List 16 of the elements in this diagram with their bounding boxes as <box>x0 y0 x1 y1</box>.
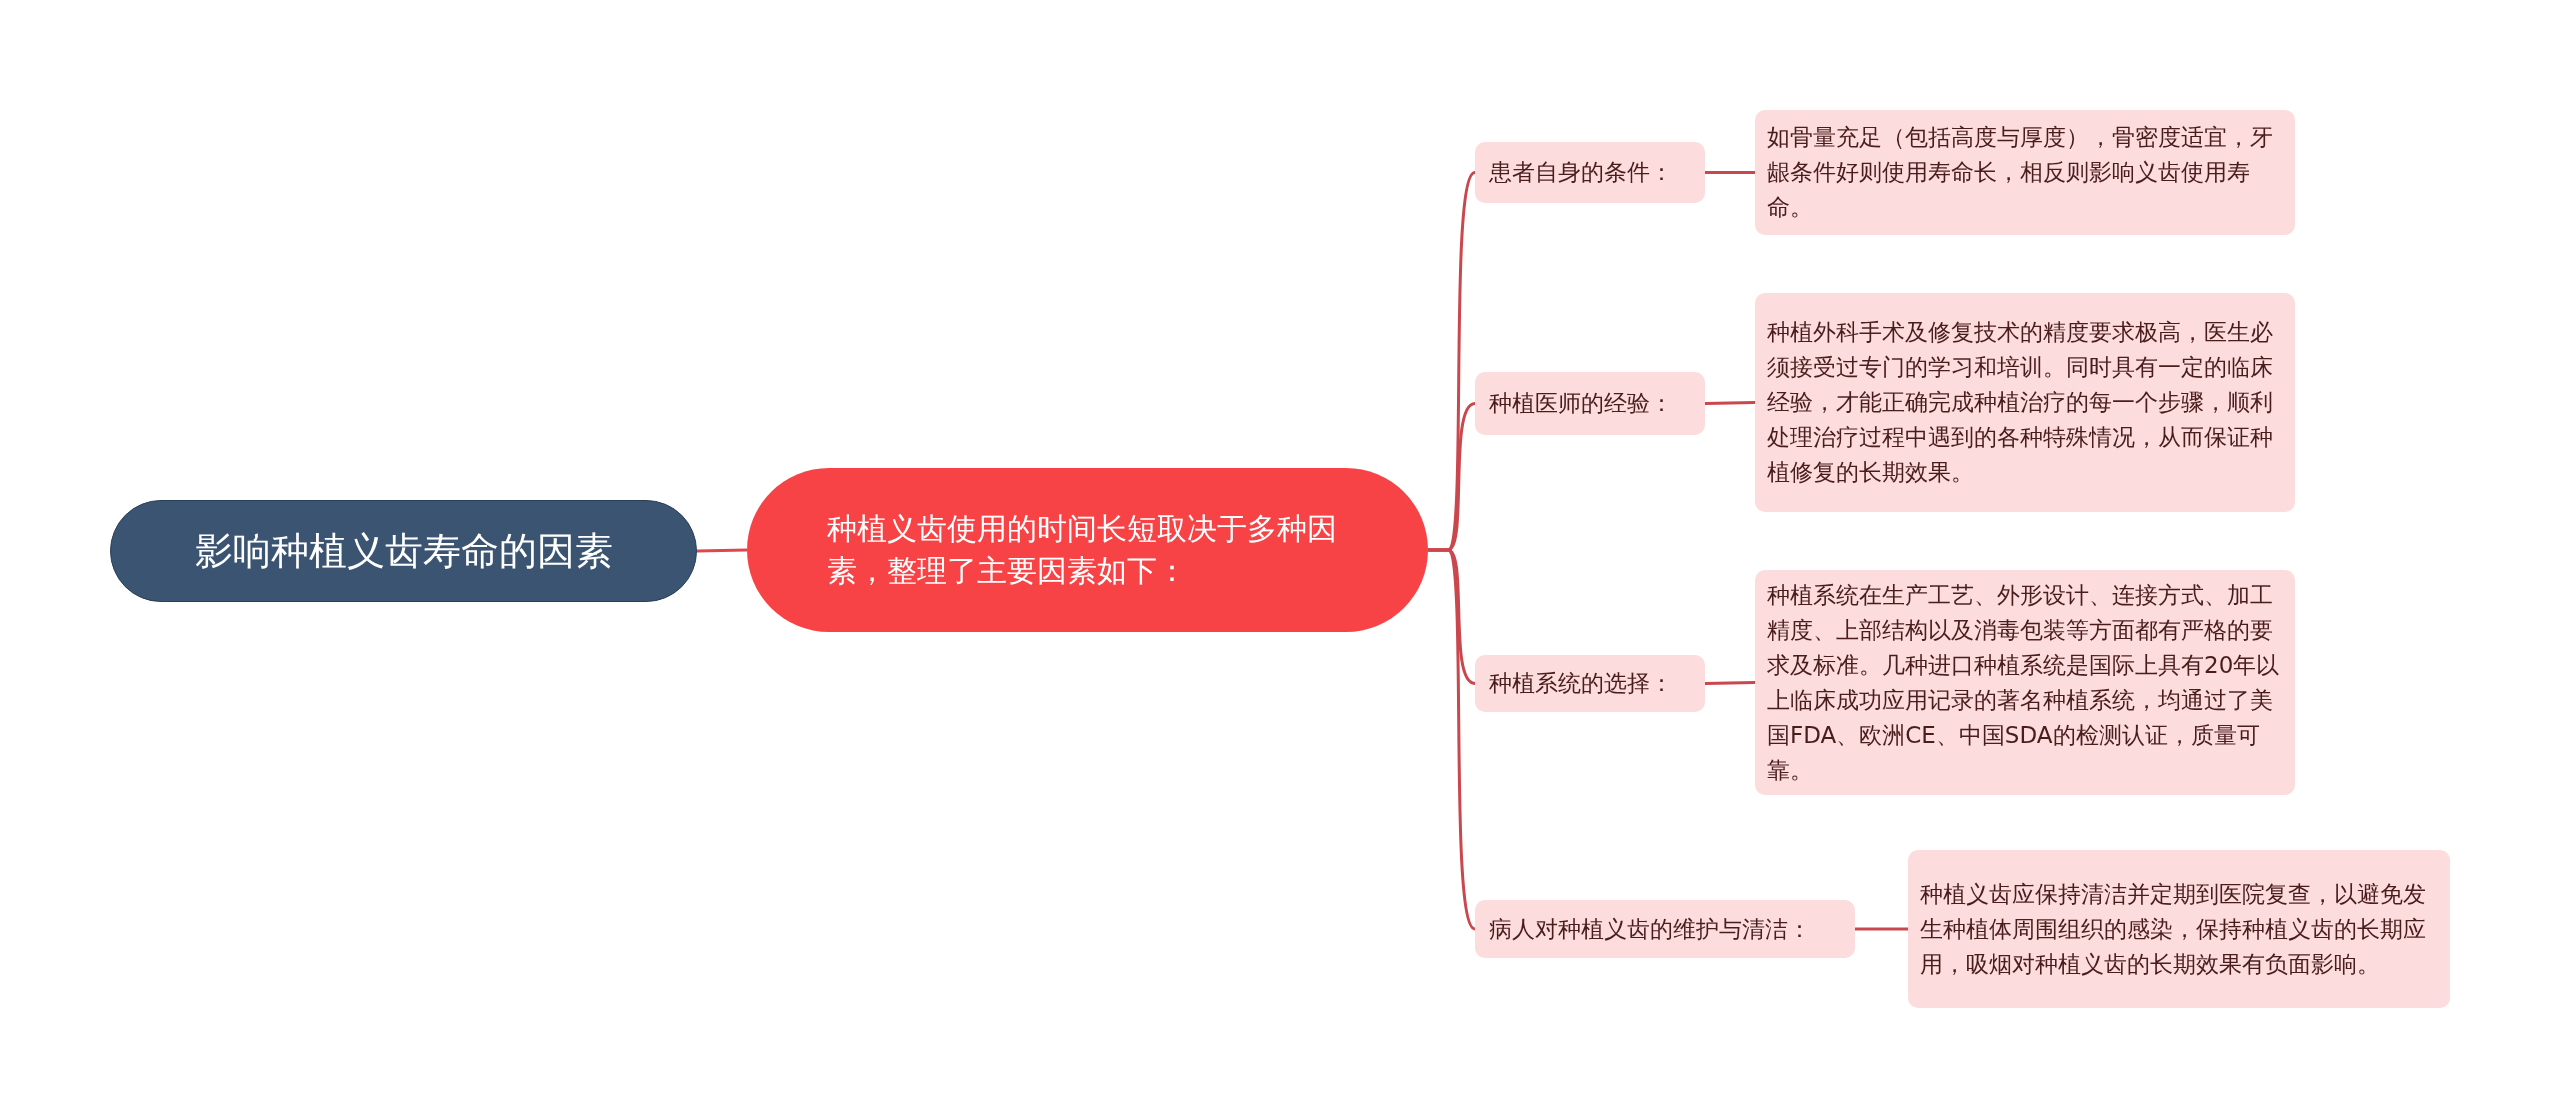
connector-line <box>1855 927 1908 931</box>
factor-box: 病人对种植义齿的维护与清洁： <box>1475 900 1855 958</box>
connector-line <box>696 548 748 553</box>
connector-line <box>1704 681 1756 685</box>
factor-box: 患者自身的条件： <box>1475 142 1705 203</box>
detail-box: 种植义齿应保持清洁并定期到医院复查，以避免发生种植体周围组织的感染，保持种植义齿的长期应用，吸烟对种植义齿的长期效果有负面影响。 <box>1908 850 2450 1008</box>
connector-line <box>1428 548 1477 930</box>
detail-box: 种植系统在生产工艺、外形设计、连接方式、加工精度、上部结构以及消毒包装等方面都有严格的要求及标准。几种进口种植系统是国际上具有20年以上临床成功应用记录的著名种植系统，均通过了美国FDA、欧洲CE、中国SDA的检测认证，质量可靠。 <box>1755 570 2295 795</box>
detail-box: 种植外科手术及修复技术的精度要求极高，医生必须接受过专门的学习和培训。同时具有一定的临床经验，才能正确完成种植治疗的每一个步骤，顺利处理治疗过程中遇到的各种特殊情况，从而保证种植修复的长期效果。 <box>1755 293 2295 512</box>
factor-box: 种植医师的经验： <box>1475 372 1705 435</box>
summary-box: 种植义齿使用的时间长短取决于多种因素，整理了主要因素如下： <box>747 468 1428 632</box>
connector-line <box>1705 171 1755 174</box>
topic-box: 影响种植义齿寿命的因素 <box>110 500 697 602</box>
connector-line <box>1704 401 1756 405</box>
factor-box: 种植系统的选择： <box>1475 655 1705 712</box>
detail-box: 如骨量充足（包括高度与厚度），骨密度适宜，牙龈条件好则使用寿命长，相反则影响义齿使用寿命。 <box>1755 110 2295 235</box>
